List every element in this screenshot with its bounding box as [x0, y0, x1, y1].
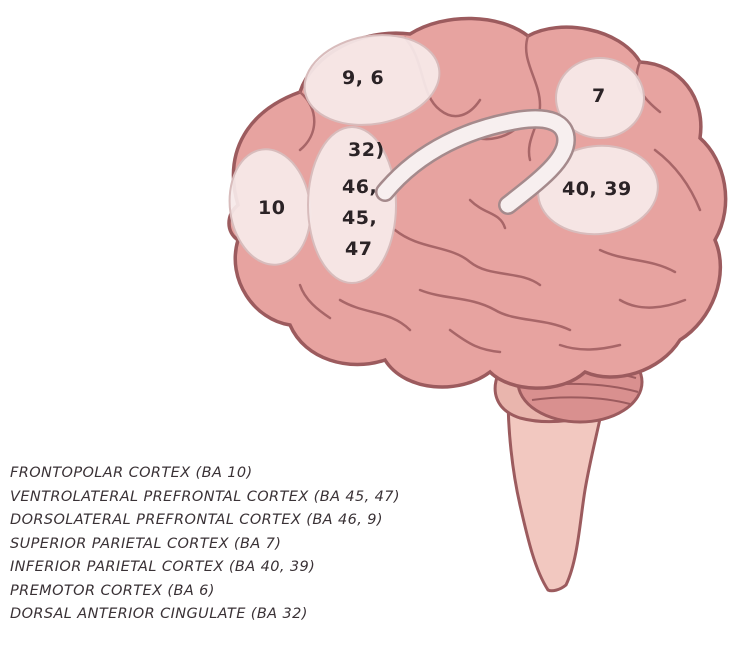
region-label-ba-10: 10	[258, 197, 285, 219]
legend-item-frontopolar: FRONTOPOLAR CORTEX (BA 10)	[10, 462, 400, 486]
region-label-ba-45: 45,	[342, 207, 377, 229]
region-label-ba-40-39: 40, 39	[562, 178, 632, 200]
legend-item-dorsolateral-prefrontal: DORSOLATERAL PREFRONTAL CORTEX (BA 46, 9…	[10, 509, 400, 533]
region-label-ba-7: 7	[592, 85, 606, 107]
legend: FRONTOPOLAR CORTEX (BA 10) VENTROLATERAL…	[10, 462, 400, 627]
region-label-ba-46: 46,	[342, 176, 377, 198]
legend-item-ventrolateral-prefrontal: VENTROLATERAL PREFRONTAL CORTEX (BA 45, …	[10, 486, 400, 510]
brain-stem	[508, 395, 604, 591]
legend-item-inferior-parietal: INFERIOR PARIETAL CORTEX (BA 40, 39)	[10, 556, 400, 580]
region-label-ba-47: 47	[345, 238, 372, 260]
region-label-ba-32: 32)	[348, 139, 385, 161]
legend-item-premotor: PREMOTOR CORTEX (BA 6)	[10, 580, 400, 604]
region-label-ba-9-6: 9, 6	[342, 67, 384, 89]
legend-item-dorsal-anterior-cingulate: DORSAL ANTERIOR CINGULATE (BA 32)	[10, 603, 400, 627]
legend-item-superior-parietal: SUPERIOR PARIETAL CORTEX (BA 7)	[10, 533, 400, 557]
